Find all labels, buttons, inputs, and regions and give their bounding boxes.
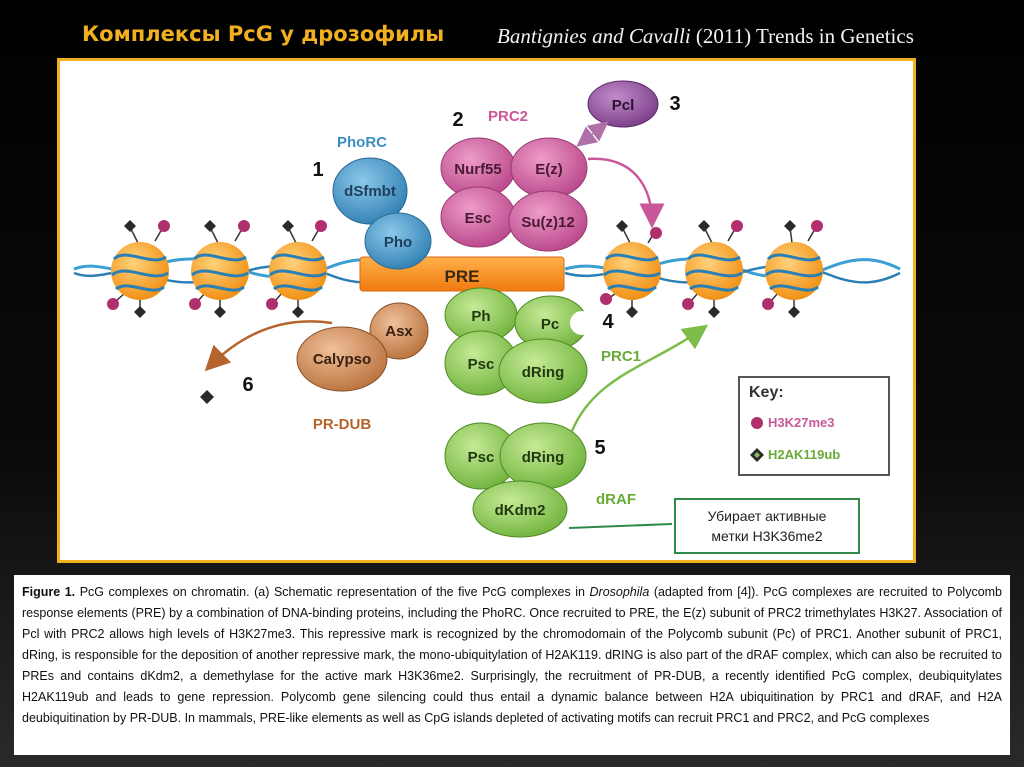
prc2-label: PRC2 (488, 108, 528, 125)
slide-title: Комплексы PcG у дрозофилы (82, 22, 445, 46)
pre-label: PRE (445, 267, 480, 286)
chromodomain-notch (570, 311, 594, 335)
h3k27me3-mark (731, 220, 743, 232)
protein-suz12 (508, 190, 588, 252)
step-number-3: 3 (669, 93, 680, 115)
h2ak119ub-mark (698, 220, 710, 232)
h3k27me3-mark (762, 298, 774, 310)
nucleosome (600, 220, 662, 318)
protein-ez-label: E(z) (535, 161, 563, 178)
protein-dring-label: dRing (522, 364, 565, 381)
legend-key: Key: H3K27me3 H2AK119ub (738, 376, 890, 476)
step-number-1: 1 (312, 159, 323, 181)
draf-label: dRAF (596, 491, 636, 508)
protein-dring-draf-label: dRing (522, 449, 565, 466)
citation: Bantignies and Cavalli (2011) Trends in … (497, 24, 914, 49)
h3k27me3-mark (811, 220, 823, 232)
h2ak119ub-mark (282, 220, 294, 232)
protein-calypso-label: Calypso (313, 351, 371, 368)
h3k27me3-mark (158, 220, 170, 232)
step-number-4: 4 (602, 311, 614, 333)
protein-nurf55-label: Nurf55 (454, 161, 502, 178)
pcg-diagram: PRE PhoRC dSfmbt Pho PRC2 Nurf55 E(z) Es… (73, 80, 901, 538)
key-h2ak119ub: H2AK119ub (768, 447, 841, 462)
protein-pcl-label: Pcl (612, 97, 635, 114)
step-number-5: 5 (594, 437, 605, 459)
protein-suz12-label: Su(z)12 (521, 214, 574, 231)
protein-dsfmbt (332, 157, 408, 225)
note-line-2: метки H3K36me2 (711, 528, 823, 544)
h2ak119ub-mark (626, 306, 638, 318)
protein-dkdm2-label: dKdm2 (495, 502, 546, 519)
protein-dring (498, 338, 588, 404)
caption-text-2: (adapted from [4]). PcG complexes are re… (22, 585, 1003, 725)
protein-dsfmbt-label: dSfmbt (344, 183, 396, 200)
protein-psc-label: Psc (468, 356, 495, 373)
h3k27me3-mark (315, 220, 327, 232)
protein-ph-label: Ph (471, 308, 490, 325)
note-connector (568, 523, 673, 529)
protein-esc-label: Esc (465, 210, 492, 227)
h2ak119ub-mark (214, 306, 226, 318)
h3k27me3-mark (600, 293, 612, 305)
protein-psc-draf-label: Psc (468, 449, 495, 466)
protein-pho-label: Pho (384, 234, 412, 251)
nucleosome (107, 220, 170, 318)
nucleosome (189, 220, 250, 318)
citation-authors: Bantignies and Cavalli (497, 24, 691, 48)
arrow-pcl-prc2 (576, 121, 609, 147)
nucleosome (266, 220, 327, 318)
prdub-label: PR-DUB (313, 416, 371, 433)
h3k27me3-mark (189, 298, 201, 310)
h2ak119ub-mark (124, 220, 136, 232)
key-h3k27me3: H3K27me3 (768, 415, 835, 430)
h2ak119ub-mark (204, 220, 216, 232)
h3k27me3-mark (266, 298, 278, 310)
caption-figure-label: Figure 1. (22, 585, 76, 599)
citation-journal: Trends in Genetics (755, 24, 914, 48)
h3k27me3-key-icon (751, 417, 763, 429)
h2ak119ub-mark (708, 306, 720, 318)
h2ak119ub-mark (616, 220, 628, 232)
prc1-label: PRC1 (601, 348, 641, 365)
protein-asx (369, 302, 429, 360)
h2ak119ub-mark (292, 306, 304, 318)
protein-calypso (296, 326, 388, 392)
caption-text-italic: Drosophila (589, 585, 650, 599)
h3k27me3-mark (107, 298, 119, 310)
caption-text-1: PcG complexes on chromatin. (a) Schemati… (75, 585, 590, 599)
h2ak119ub-mark (134, 306, 146, 318)
h2ak119ub-key-icon (750, 448, 764, 462)
note-box: Убирает активные метки H3K36me2 (674, 498, 860, 554)
protein-dkdm2 (472, 480, 568, 538)
protein-pcl (587, 80, 659, 128)
protein-pc-label: Pc (541, 316, 559, 333)
figure-panel: PRE PhoRC dSfmbt Pho PRC2 Nurf55 E(z) Es… (57, 58, 916, 563)
arrow-prc2-methylation (587, 157, 665, 229)
h2ak119ub-mark (200, 390, 214, 404)
h2ak119ub-mark (788, 306, 800, 318)
citation-year: (2011) (690, 24, 756, 48)
h3k27me3-mark (682, 298, 694, 310)
step-number-6: 6 (242, 374, 253, 396)
protein-pho (364, 212, 432, 270)
step-number-2: 2 (452, 109, 463, 131)
h3k27me3-mark (650, 227, 662, 239)
note-line-1: Убирает активные (707, 508, 827, 524)
figure-caption: Figure 1. PcG complexes on chromatin. (a… (14, 575, 1010, 755)
h2ak119ub-mark (784, 220, 796, 232)
nucleosome (682, 220, 743, 318)
arrow-ubiquitylation (570, 324, 709, 432)
protein-asx-label: Asx (385, 323, 413, 340)
key-title: Key: (749, 384, 784, 401)
arrow-prdub-deubiquitylation (204, 320, 333, 372)
h3k27me3-mark (238, 220, 250, 232)
nucleosome (762, 220, 823, 318)
phorc-label: PhoRC (337, 134, 387, 151)
